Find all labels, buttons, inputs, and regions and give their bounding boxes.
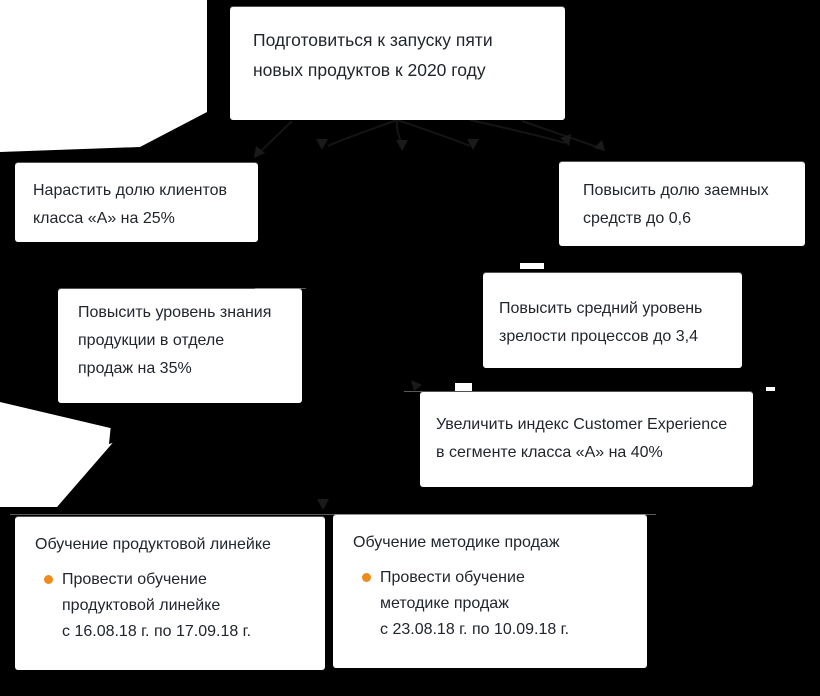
task-card-method-training[interactable]: Обучение методике продаж Провести обучен… bbox=[333, 515, 647, 668]
task-card-product-training[interactable]: Обучение продуктовой линейке Провести об… bbox=[15, 517, 325, 670]
task-bullet-line: методике продаж bbox=[380, 595, 509, 612]
card-text-line: продаж на 35% bbox=[78, 360, 192, 377]
goal-card-clients-share[interactable]: Нарастить долю клиентов класса «А» на 25… bbox=[15, 163, 258, 242]
goal-card-debt-ratio[interactable]: Повысить долю заемных средств до 0,6 bbox=[559, 162, 805, 246]
task-title: Обучение методике продаж bbox=[353, 534, 560, 551]
task-title: Обучение продуктовой линейке bbox=[35, 536, 271, 553]
card-text-line: класса «А» на 25% bbox=[33, 210, 175, 227]
card-text-line: Нарастить долю клиентов bbox=[33, 182, 228, 199]
bullet-icon bbox=[44, 575, 53, 584]
card-text-line: в сегменте класса «А» на 40% bbox=[436, 444, 663, 461]
card-text-line: продукции в отделе bbox=[78, 332, 225, 349]
bullet-icon bbox=[362, 573, 371, 582]
goal-card-process-maturity[interactable]: Повысить средний уровень зрелости процес… bbox=[483, 273, 742, 368]
card-text-line: Подготовиться к запуску пяти bbox=[253, 30, 493, 50]
card-text-line: Повысить уровень знания bbox=[78, 304, 272, 321]
card-text-line: Повысить средний уровень bbox=[499, 300, 703, 317]
task-bullet-item: Провести обучение методике продаж с 23.0… bbox=[362, 565, 647, 643]
goal-card-customer-experience[interactable]: Увеличить индекс Customer Experience в с… bbox=[420, 392, 753, 487]
goal-card-product-knowledge[interactable]: Повысить уровень знания продукции в отде… bbox=[58, 289, 302, 403]
task-bullet-item: Провести обучение продуктовой линейке с … bbox=[44, 567, 325, 645]
task-bullet-line: с 23.08.18 г. по 10.09.18 г. bbox=[380, 621, 570, 638]
card-text-line: средств до 0,6 bbox=[583, 210, 691, 227]
card-text-line: новых продуктов к 2020 году bbox=[253, 60, 486, 80]
task-bullet-line: Провести обучение bbox=[380, 569, 525, 586]
task-bullet-line: Провести обучение bbox=[62, 571, 207, 588]
card-text-line: Увеличить индекс Customer Experience bbox=[436, 416, 728, 433]
card-text-line: Повысить долю заемных bbox=[583, 182, 769, 199]
goal-card-root[interactable]: Подготовиться к запуску пяти новых проду… bbox=[230, 7, 565, 120]
task-bullet-line: продуктовой линейке bbox=[62, 597, 221, 614]
task-bullet-line: с 16.08.18 г. по 17.09.18 г. bbox=[62, 623, 252, 640]
card-text-line: зрелости процессов до 3,4 bbox=[499, 328, 699, 345]
